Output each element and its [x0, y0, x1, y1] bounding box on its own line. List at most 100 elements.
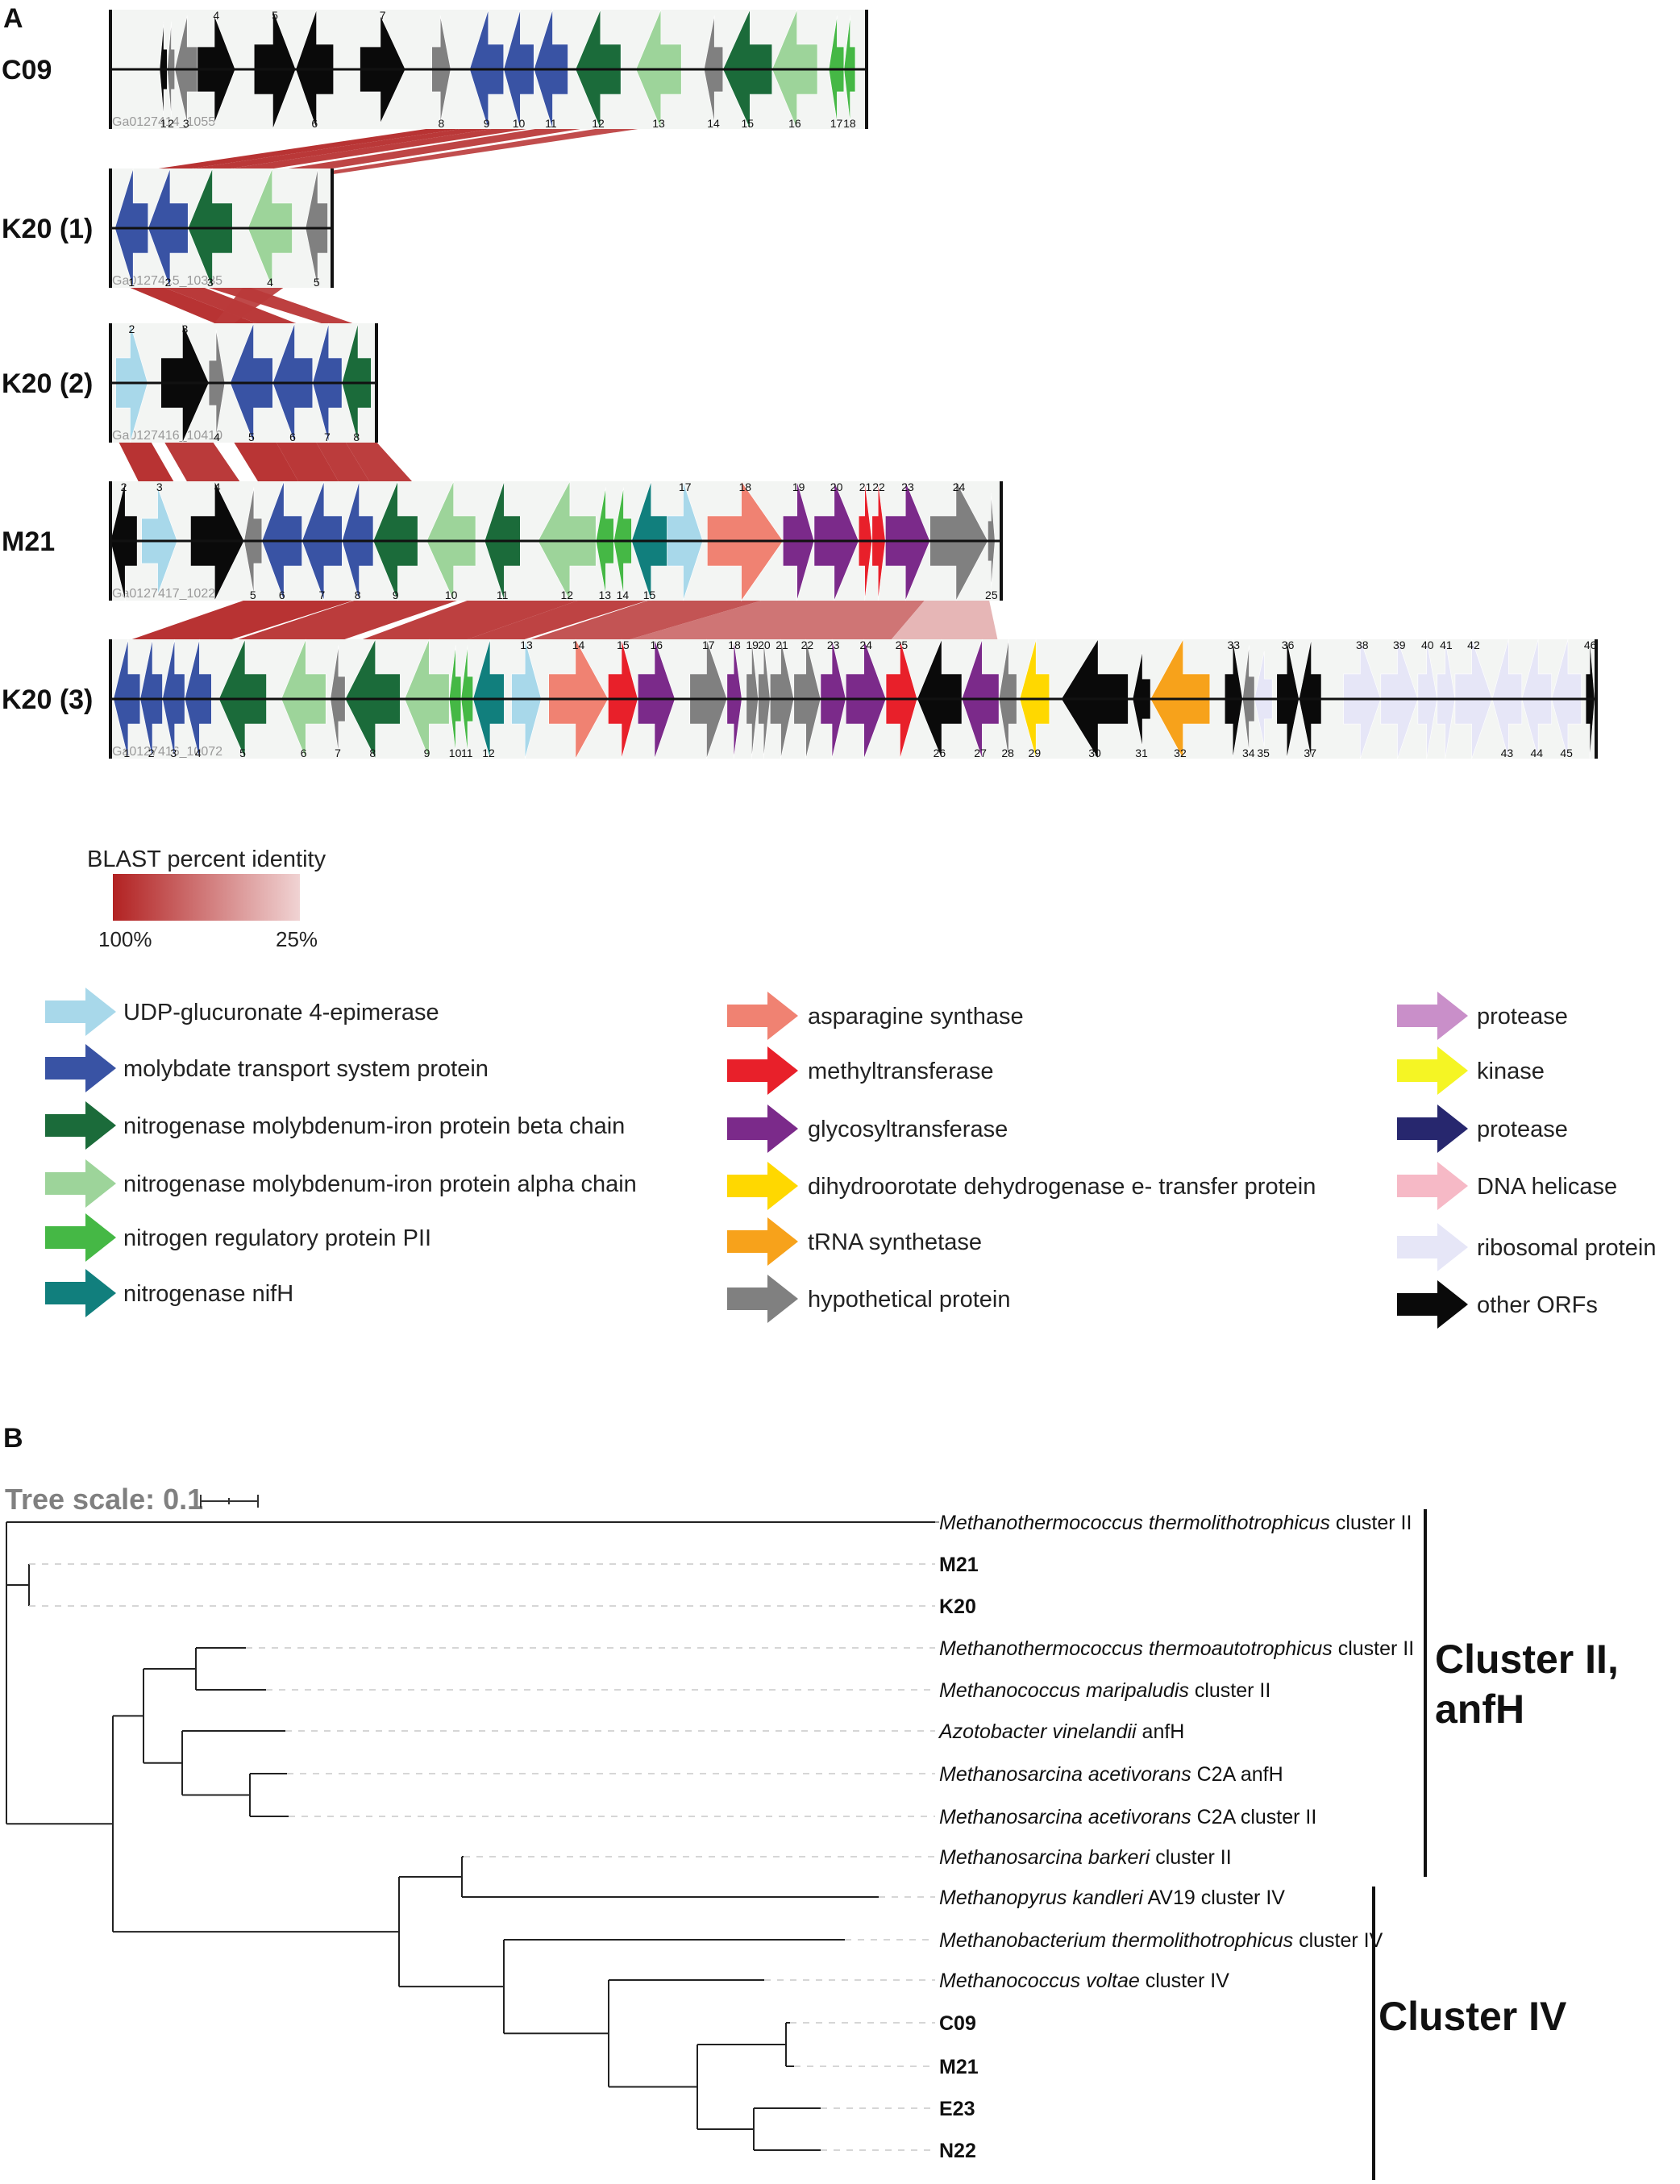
legend-item-molybdate: molybdate transport system protein	[45, 1044, 489, 1092]
cluster-ii-label-line2: anfH	[1435, 1687, 1524, 1732]
blast-link	[449, 594, 667, 646]
gene-number: 36	[1282, 639, 1295, 651]
gene-number: 13	[598, 589, 611, 601]
tree-leaf-label: C09	[939, 2012, 976, 2035]
legend-label: other ORFs	[1477, 1292, 1598, 1318]
blast-link	[345, 594, 597, 646]
gene-number: 24	[953, 480, 966, 493]
gene-number: 16	[788, 117, 801, 130]
cluster-iv-label: Cluster IV	[1379, 1994, 1567, 2039]
gene-number: 12	[592, 117, 605, 130]
gene-number: 23	[827, 639, 840, 651]
blast-link	[188, 123, 568, 175]
gene-number: 46	[1584, 639, 1597, 651]
legend-label: nitrogenase molybdenum-iron protein beta…	[123, 1113, 625, 1139]
gene-number: 18	[843, 117, 856, 130]
gene-number: 26	[934, 747, 946, 759]
cluster-ii-label-line1: Cluster II,	[1435, 1637, 1619, 1682]
gene-number: 7	[324, 431, 331, 443]
gene-number: 28	[1001, 747, 1014, 759]
phylogenetic-tree	[6, 1521, 939, 2151]
gene-number: 13	[520, 639, 533, 651]
leaf-name-bold: E23	[939, 2098, 975, 2120]
leaf-suffix: C2A cluster II	[1191, 1806, 1317, 1828]
gene-number: 14	[572, 639, 585, 651]
gene-number: 12	[561, 589, 574, 601]
tree-leaf-label: Methanothermococcus thermolithotrophicus…	[939, 1512, 1412, 1534]
leaf-species: Methanosarcina acetivorans	[939, 1806, 1191, 1828]
legend-arrow	[727, 992, 798, 1040]
legend-item-helicase: DNA helicase	[1397, 1162, 1617, 1210]
gene-number: 17	[702, 639, 715, 651]
legend-item-glyco: glycosyltransferase	[727, 1104, 1008, 1153]
gene-number: 43	[1501, 747, 1514, 759]
blast-link	[115, 436, 177, 488]
leaf-species: Methanobacterium thermolithotrophicus	[939, 1929, 1293, 1952]
leaf-suffix: C2A anfH	[1191, 1763, 1283, 1786]
gene-number: 4	[214, 480, 221, 493]
leaf-suffix: cluster II	[1150, 1846, 1231, 1869]
legend-arrow	[45, 1213, 116, 1262]
gene-number: 21	[776, 639, 788, 651]
gene-number: 20	[830, 480, 843, 493]
gene-number: 3	[156, 480, 163, 493]
legend-label: nitrogen regulatory protein PII	[123, 1225, 431, 1251]
panel-a-letter: A	[3, 3, 23, 34]
blast-legend-max: 100%	[98, 927, 152, 951]
legend-item-asn: asparagine synthase	[727, 992, 1024, 1040]
gene-number: 22	[801, 639, 814, 651]
legend-label: tRNA synthetase	[808, 1229, 982, 1255]
tree-leaf-label: Methanosarcina acetivorans C2A cluster I…	[939, 1806, 1316, 1828]
leaf-suffix: cluster IV	[1293, 1929, 1383, 1952]
tree-leaf-labels: Methanothermococcus thermolithotrophicus…	[938, 1512, 1414, 2162]
blast-legend-min: 25%	[276, 927, 318, 951]
gene-number: 30	[1088, 747, 1101, 759]
legend-label: kinase	[1477, 1059, 1545, 1084]
blast-link	[886, 594, 1000, 646]
track-name: K20 (3)	[2, 684, 93, 715]
gene-number: 5	[248, 431, 255, 443]
panel-b-letter: B	[3, 1423, 23, 1454]
gene-number: 10	[513, 117, 526, 130]
tree-leaf-label: M21	[939, 2056, 979, 2078]
legend-label: UDP-glucuronate 4-epimerase	[123, 1000, 439, 1025]
gene-number: 11	[497, 589, 509, 601]
blast-link	[218, 594, 476, 646]
gene-number: 24	[859, 639, 872, 651]
legend-label: protease	[1477, 1004, 1568, 1030]
gene-number: 14	[617, 589, 630, 601]
gene-number: 25	[985, 589, 998, 601]
tree-leaf-label: K20	[939, 1595, 976, 1618]
gene-number: 17	[830, 117, 843, 130]
gene-number: 19	[746, 639, 759, 651]
gene-number: 8	[438, 117, 444, 130]
leaf-suffix: cluster IV	[1140, 1970, 1229, 1992]
legend-label: nitrogenase molybdenum-iron protein alph…	[123, 1171, 637, 1197]
gene-number: 3	[182, 322, 189, 335]
gene-number: 5	[239, 747, 246, 759]
legend-label: asparagine synthase	[808, 1004, 1024, 1030]
tree-leaf-label: Methanosarcina acetivorans C2A anfH	[939, 1763, 1283, 1786]
blast-link	[312, 436, 373, 488]
track-name: K20 (2)	[2, 368, 93, 399]
gene-number: 39	[1393, 639, 1406, 651]
blast-link	[160, 436, 244, 488]
gene-number: 44	[1530, 747, 1543, 759]
legend-item-trna: tRNA synthetase	[727, 1217, 982, 1266]
gene-number: 4	[195, 747, 202, 759]
gene-number: 29	[1029, 747, 1042, 759]
gene-number: 2	[148, 747, 155, 759]
legend-item-protease_pink: protease	[1397, 992, 1568, 1040]
leaf-name-bold: N22	[939, 2140, 976, 2162]
gene-number: 22	[872, 480, 885, 493]
leaf-name-bold: K20	[939, 1595, 976, 1618]
legend-arrow	[1397, 992, 1468, 1040]
legend-arrow	[45, 1044, 116, 1092]
gene-number: 12	[482, 747, 495, 759]
gene-number: 35	[1257, 747, 1270, 759]
legend-item-nifK: nitrogenase molybdenum-iron protein alph…	[45, 1159, 637, 1208]
